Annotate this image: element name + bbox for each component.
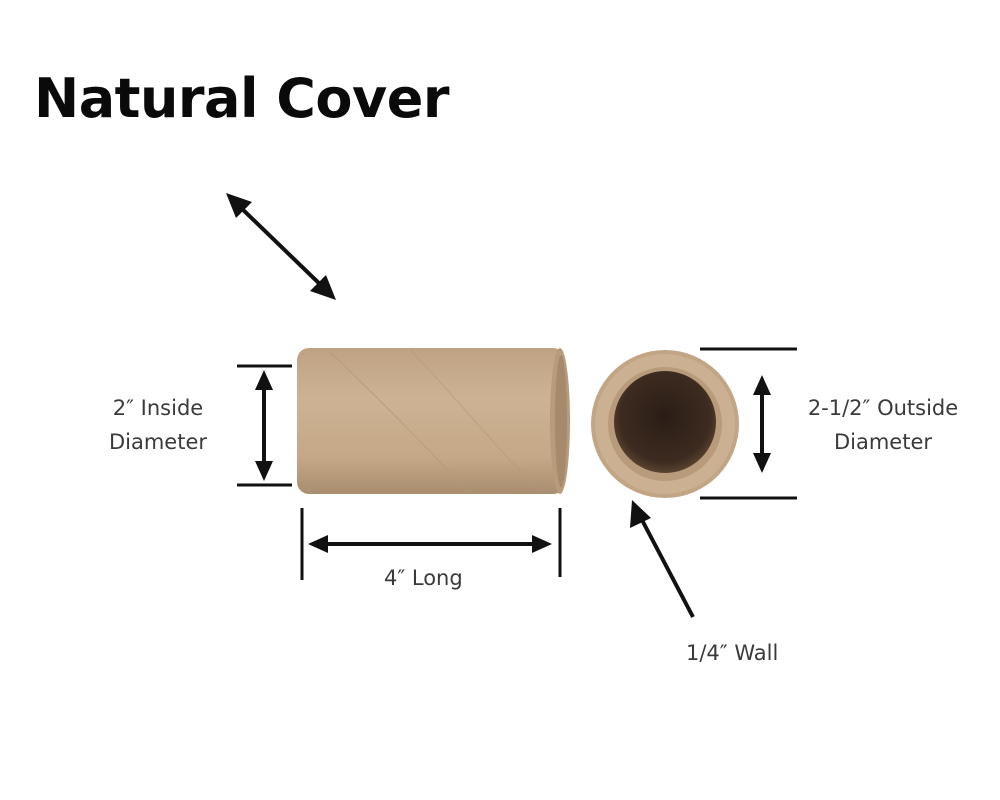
inside-diameter-label-line1: 2″ Inside [112, 396, 204, 420]
tube-side-view [297, 348, 570, 495]
wall-pointer-arrow [630, 500, 695, 618]
outside-diameter-label-line1: 2-1/2″ Outside [807, 396, 959, 420]
outside-diameter-dimension [700, 347, 797, 500]
length-label: 4″ Long [384, 566, 463, 590]
outside-diameter-label: 2-1/2″ Outside Diameter [798, 391, 968, 459]
wall-label: 1/4″ Wall [686, 641, 779, 665]
outside-diameter-label-line2: Diameter [833, 430, 933, 454]
tube-end-view [591, 350, 739, 498]
diagonal-double-arrow [226, 193, 336, 300]
inside-diameter-label: 2″ Inside Diameter [103, 391, 213, 459]
inside-diameter-label-line2: Diameter [108, 430, 208, 454]
length-dimension [300, 508, 562, 580]
inside-diameter-dimension [237, 364, 292, 487]
page-title: Natural Cover [34, 67, 449, 130]
